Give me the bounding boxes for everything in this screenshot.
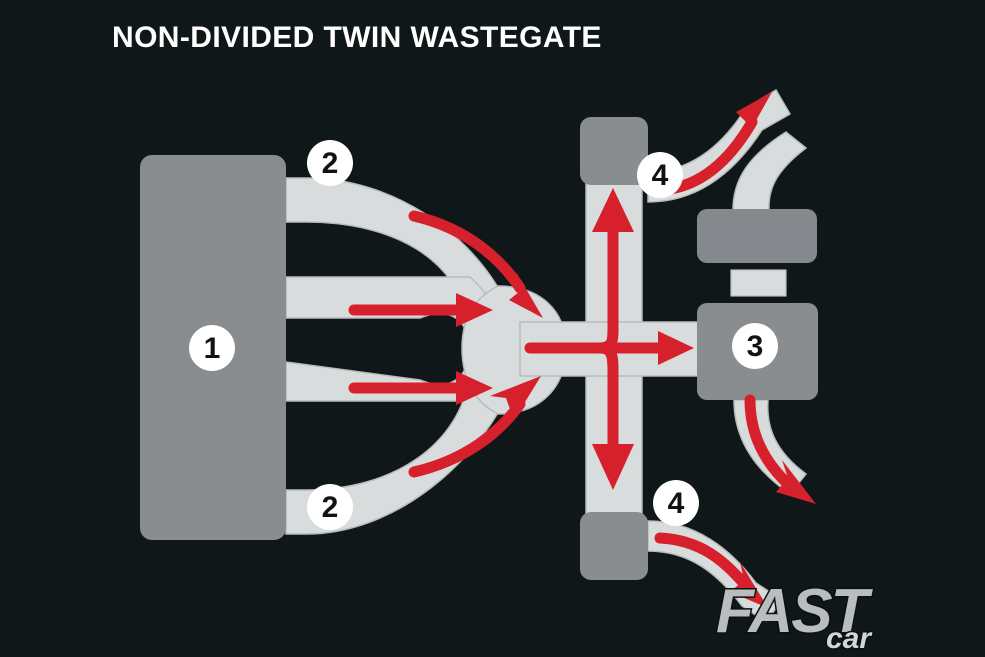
callout-2-bottom-circle [307,484,353,530]
callout-1-number: 1 [204,332,221,365]
runner-flow-4-head [490,376,541,420]
callout-3-circle [732,323,778,369]
callout-2-top[interactable]: 2 [307,140,353,186]
junction-flow-up-head [592,188,634,232]
wastegate-top [580,117,648,185]
callout-2-top-circle [307,140,353,186]
wastegate-top-flow-head [736,92,772,142]
callout-badges: 1 2 2 3 4 4 [189,140,778,530]
callout-3-number: 3 [747,330,764,363]
junction-flow-down-head [592,444,634,490]
wastegate-bottom-flow-head [730,562,768,608]
downpipe-flow-head [776,460,816,504]
watermark-fast-text: FAST [716,577,874,646]
turbo-compressor-housing [697,209,817,263]
callout-4-top[interactable]: 4 [637,152,683,198]
runner-flow-2-head [456,293,493,327]
junction-flow-fork-down [594,342,619,378]
callout-4-bottom-circle [653,480,699,526]
page-title: NON-DIVIDED TWIN WASTEGATE [112,21,602,54]
watermark-car-text: car [826,622,873,655]
turbo-center-section [730,269,787,297]
fastcar-watermark: FAST car [715,576,878,657]
compressor-inlet-pipe [732,131,808,211]
wastegate-bottom-flow [654,532,752,592]
callout-3[interactable]: 3 [732,323,778,369]
wastegate-bottom [580,512,648,580]
gas-flow-arrows [348,92,816,608]
downpipe-flow [744,394,796,492]
callout-4-bottom-number: 4 [668,487,685,520]
callout-2-top-number: 2 [322,147,339,180]
runner-flow-1 [408,210,526,294]
callout-4-top-circle [637,152,683,198]
exhaust-collector [461,285,567,415]
callout-4-top-number: 4 [652,159,669,192]
callout-2-bottom[interactable]: 2 [307,484,353,530]
runner-flow-1-head [509,270,543,318]
callout-1[interactable]: 1 [189,325,235,371]
callout-1-circle [189,325,235,371]
callout-4-bottom[interactable]: 4 [653,480,699,526]
junction-flow-right-head [658,331,694,365]
callout-2-bottom-number: 2 [322,491,339,524]
runner-flow-3-head [456,371,493,405]
